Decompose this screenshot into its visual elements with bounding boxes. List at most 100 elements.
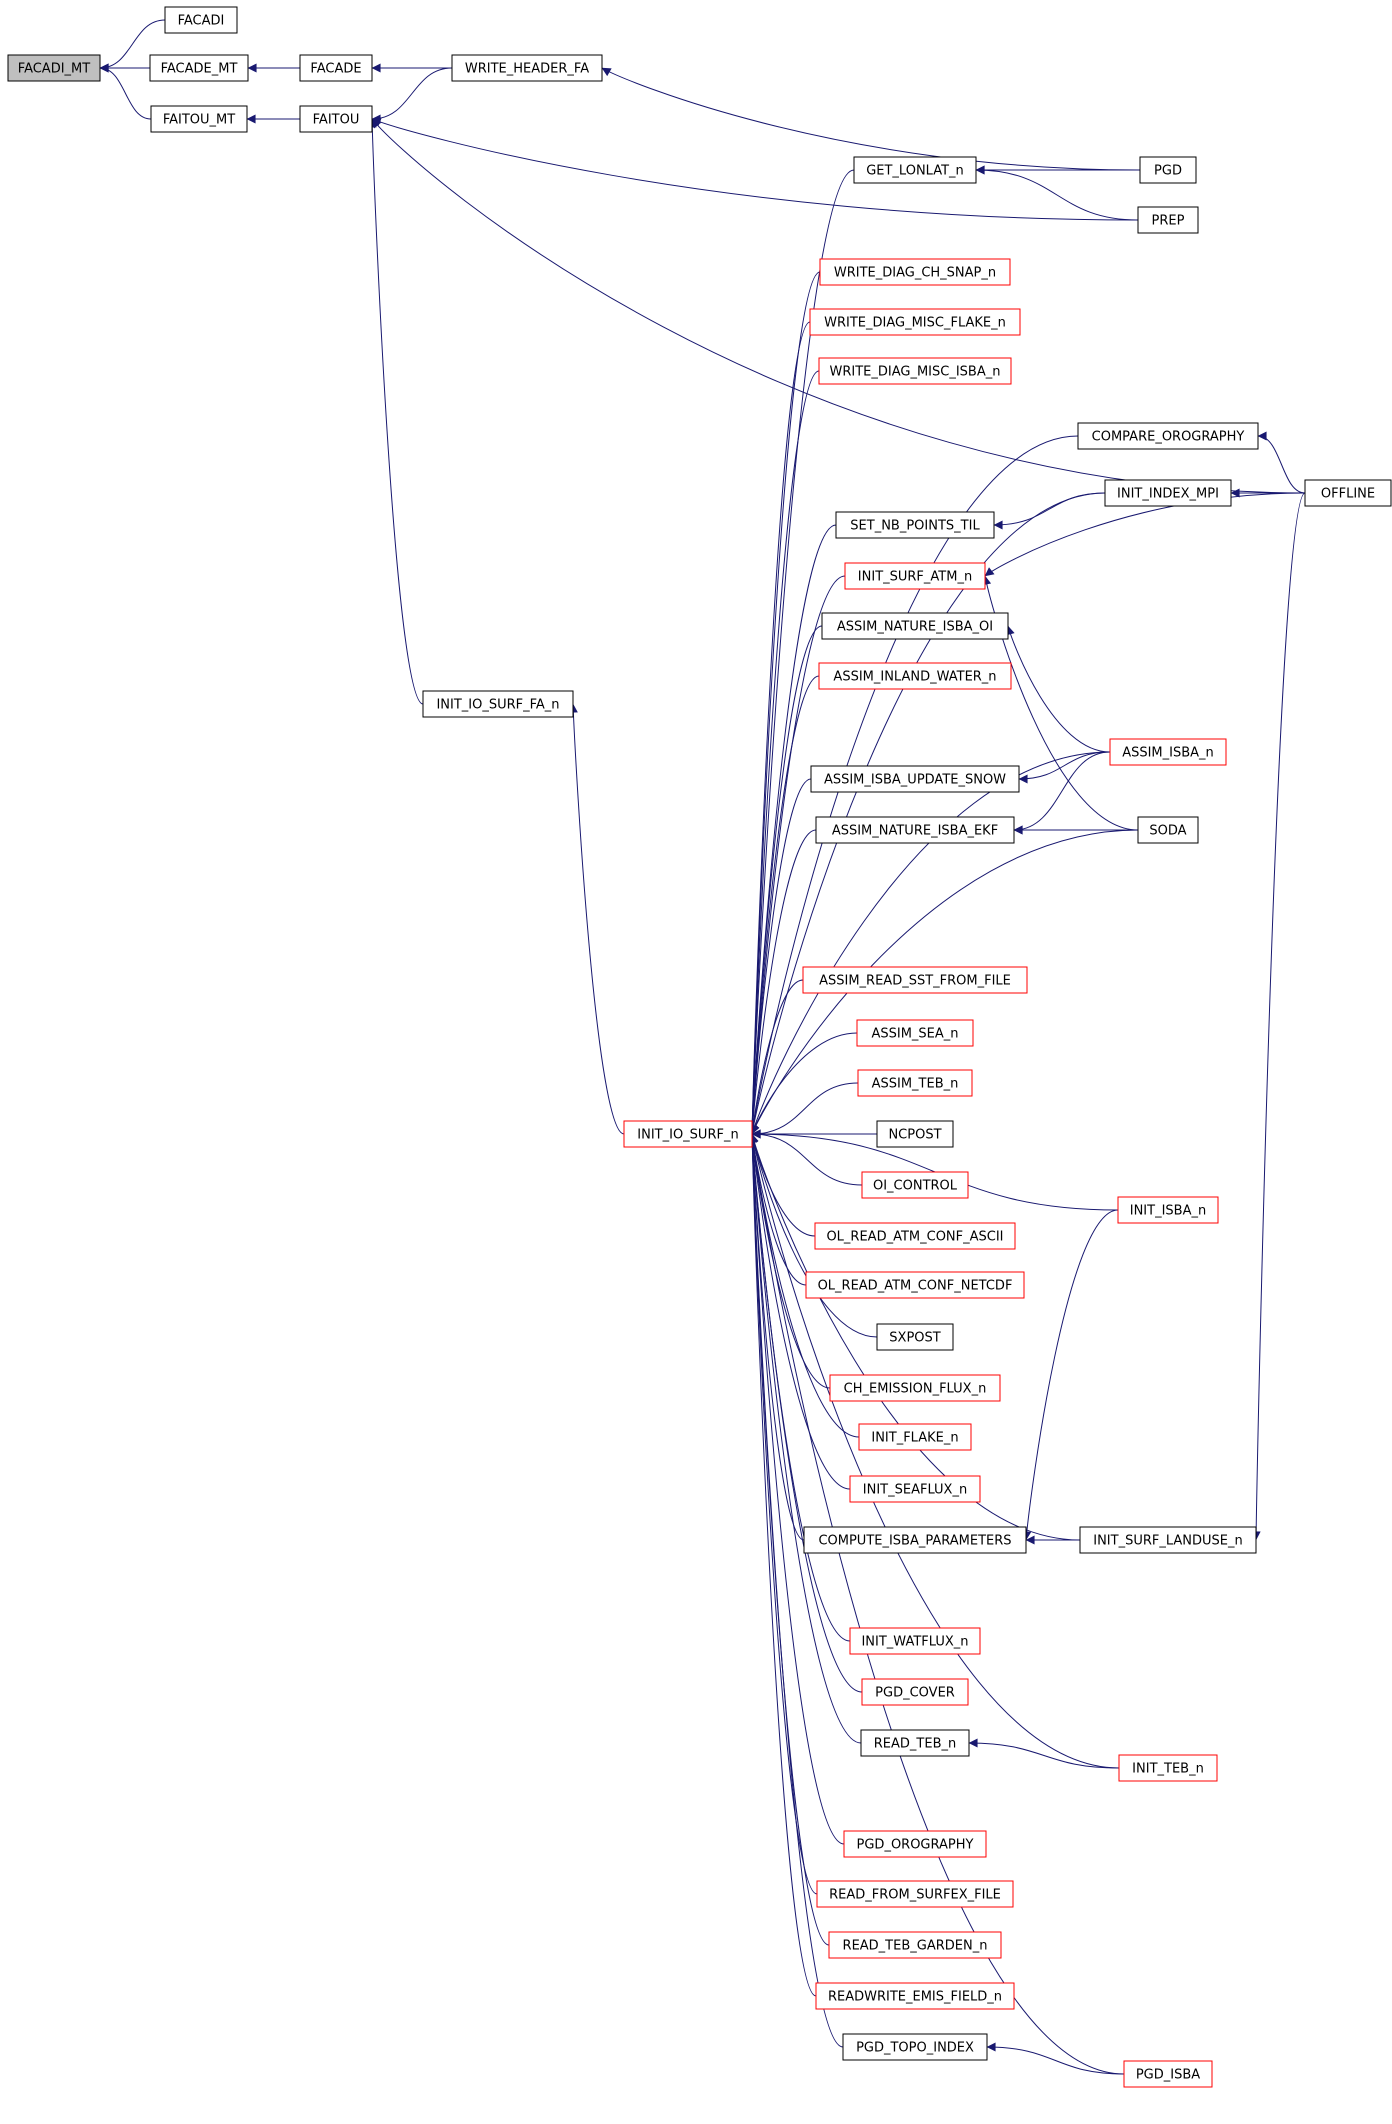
node-write-diag-ch-snap-n[interactable]: WRITE_DIAG_CH_SNAP_n (819, 258, 1011, 286)
edge-assim-read-sst-from-file-to-init-io-surf-n (748, 979, 804, 1135)
node-oi-control[interactable]: OI_CONTROL (861, 1171, 969, 1199)
node-box (818, 357, 1012, 385)
node-label: PGD_ISBA (1136, 2068, 1200, 2083)
node-init-io-surf-n[interactable]: INIT_IO_SURF_n (623, 1120, 753, 1148)
edge-assim-isba-n-to-assim-nature-isba-ekf (1013, 751, 1111, 835)
node-layer: FACADI_MT FACADI FACADE_MT FACADE WRITE_HEAD… (7, 6, 1392, 2088)
node-label: SXPOST (889, 1331, 940, 1346)
node-box (1079, 1526, 1257, 1554)
edge-offline-to-compare-orography (1257, 431, 1306, 494)
node-init-surf-landuse-n[interactable]: INIT_SURF_LANDUSE_n (1079, 1526, 1257, 1554)
node-assim-read-sst-from-file[interactable]: ASSIM_READ_SST_FROM_FILE (802, 966, 1028, 994)
node-label: FACADI_MT (18, 62, 90, 77)
node-box (876, 1323, 954, 1351)
node-pgd-cover[interactable]: PGD_COVER (861, 1678, 969, 1706)
node-box (451, 54, 603, 82)
edge-soda-to-init-io-surf-n (751, 829, 1139, 1135)
edge-pgd-topo-index-to-init-io-surf-n (747, 1133, 844, 2048)
node-label: PGD_TOPO_INDEX (856, 2041, 974, 2056)
node-init-io-surf-fa-n[interactable]: INIT_IO_SURF_FA_n (422, 690, 574, 718)
node-label: READWRITE_EMIS_FIELD_n (828, 1990, 1002, 2005)
node-init-index-mpi[interactable]: INIT_INDEX_MPI (1104, 479, 1232, 507)
node-label: READ_TEB_GARDEN_n (843, 1939, 988, 1954)
edge-pgd-isba-to-init-io-surf-n (748, 1133, 1125, 2075)
node-write-diag-misc-isba-n[interactable]: WRITE_DIAG_MISC_ISBA_n (818, 357, 1012, 385)
node-box (857, 1069, 973, 1097)
node-facadi-mt[interactable]: FACADI_MT (7, 54, 101, 82)
node-pgd-topo-index[interactable]: PGD_TOPO_INDEX (842, 2033, 988, 2061)
edge-assim-nature-isba-ekf-to-init-io-surf-n (748, 829, 817, 1135)
node-box (821, 612, 1009, 640)
node-box (819, 258, 1011, 286)
edge-assim-teb-n-to-init-io-surf-n (751, 1082, 859, 1139)
node-facade[interactable]: FACADE (299, 54, 373, 82)
node-box (805, 1271, 1025, 1299)
node-assim-nature-isba-ekf[interactable]: ASSIM_NATURE_ISBA_EKF (815, 816, 1015, 844)
node-init-surf-atm-n[interactable]: INIT_SURF_ATM_n (844, 562, 986, 590)
node-init-watflux-n[interactable]: INIT_WATFLUX_n (849, 1627, 981, 1655)
node-prep[interactable]: PREP (1137, 206, 1199, 234)
node-faitou-mt[interactable]: FAITOU_MT (150, 105, 248, 133)
node-box (1104, 479, 1232, 507)
node-write-header-fa[interactable]: WRITE_HEADER_FA (451, 54, 603, 82)
node-facade-mt[interactable]: FACADE_MT (149, 54, 249, 82)
node-box (623, 1120, 753, 1148)
node-box (849, 1475, 981, 1503)
node-box (861, 1171, 969, 1199)
node-init-teb-n[interactable]: INIT_TEB_n (1118, 1754, 1218, 1782)
node-box (1118, 1754, 1218, 1782)
node-box (150, 105, 248, 133)
node-box (814, 1222, 1016, 1250)
edge-compare-orography-to-init-io-surf-n (748, 435, 1079, 1135)
edge-pgd-cover-to-init-io-surf-n (748, 1133, 863, 1693)
edge-prep-to-get-lonlat-n (975, 165, 1139, 221)
node-read-teb-garden-n[interactable]: READ_TEB_GARDEN_n (828, 1931, 1002, 1959)
edge-init-io-surf-fa-n-to-faitou (367, 118, 424, 705)
node-init-isba-n[interactable]: INIT_ISBA_n (1117, 1196, 1219, 1224)
node-pgd[interactable]: PGD (1139, 156, 1197, 184)
node-facadi[interactable]: FACADI (164, 6, 238, 34)
node-box (849, 1627, 981, 1655)
node-ol-read-atm-conf-ascii[interactable]: OL_READ_ATM_CONF_ASCII (814, 1222, 1016, 1250)
edge-init-io-surf-n-to-init-io-surf-fa-n (568, 703, 625, 1135)
node-init-flake-n[interactable]: INIT_FLAKE_n (858, 1423, 972, 1451)
node-assim-isba-update-snow[interactable]: ASSIM_ISBA_UPDATE_SNOW (810, 765, 1020, 793)
node-pgd-orography[interactable]: PGD_OROGRAPHY (843, 1830, 987, 1858)
node-pgd-isba[interactable]: PGD_ISBA (1123, 2060, 1213, 2088)
node-ch-emission-flux-n[interactable]: CH_EMISSION_FLUX_n (829, 1374, 1001, 1402)
node-label: INIT_TEB_n (1132, 1762, 1204, 1777)
node-assim-sea-n[interactable]: ASSIM_SEA_n (856, 1019, 974, 1047)
node-label: SET_NB_POINTS_TIL (850, 519, 980, 534)
node-set-nb-points-til[interactable]: SET_NB_POINTS_TIL (835, 511, 995, 539)
node-ol-read-atm-conf-netcdf[interactable]: OL_READ_ATM_CONF_NETCDF (805, 1271, 1025, 1299)
node-offline[interactable]: OFFLINE (1304, 479, 1392, 507)
node-assim-inland-water-n[interactable]: ASSIM_INLAND_WATER_n (818, 662, 1012, 690)
node-box (1117, 1196, 1219, 1224)
node-read-from-surfex-file[interactable]: READ_FROM_SURFEX_FILE (816, 1880, 1014, 1908)
edge-pgd-orography-to-init-io-surf-n (747, 1133, 845, 1845)
node-ncpost[interactable]: NCPOST (876, 1120, 954, 1148)
node-compare-orography[interactable]: COMPARE_OROGRAPHY (1077, 422, 1259, 450)
node-init-seaflux-n[interactable]: INIT_SEAFLUX_n (849, 1475, 981, 1503)
node-box (809, 308, 1021, 336)
node-assim-teb-n[interactable]: ASSIM_TEB_n (857, 1069, 973, 1097)
node-write-diag-misc-flake-n[interactable]: WRITE_DIAG_MISC_FLAKE_n (809, 308, 1021, 336)
node-box (299, 105, 373, 133)
node-box (299, 54, 373, 82)
node-assim-isba-n[interactable]: ASSIM_ISBA_n (1109, 738, 1227, 766)
node-box (810, 765, 1020, 793)
node-faitou[interactable]: FAITOU (299, 105, 373, 133)
node-label: INIT_INDEX_MPI (1117, 487, 1219, 502)
edge-faitou-mt-to-facadi-mt (99, 63, 152, 120)
node-get-lonlat-n[interactable]: GET_LONLAT_n (853, 156, 977, 184)
node-label: WRITE_DIAG_MISC_FLAKE_n (824, 316, 1006, 331)
node-sxpost[interactable]: SXPOST (876, 1323, 954, 1351)
node-label: INIT_FLAKE_n (871, 1431, 958, 1446)
node-soda[interactable]: SODA (1137, 816, 1199, 844)
node-box (149, 54, 249, 82)
node-assim-nature-isba-oi[interactable]: ASSIM_NATURE_ISBA_OI (821, 612, 1009, 640)
node-read-teb-n[interactable]: READ_TEB_n (860, 1729, 970, 1757)
node-compute-isba-parameters[interactable]: COMPUTE_ISBA_PARAMETERS (803, 1526, 1027, 1554)
node-readwrite-emis-field-n[interactable]: READWRITE_EMIS_FIELD_n (815, 1982, 1015, 2010)
